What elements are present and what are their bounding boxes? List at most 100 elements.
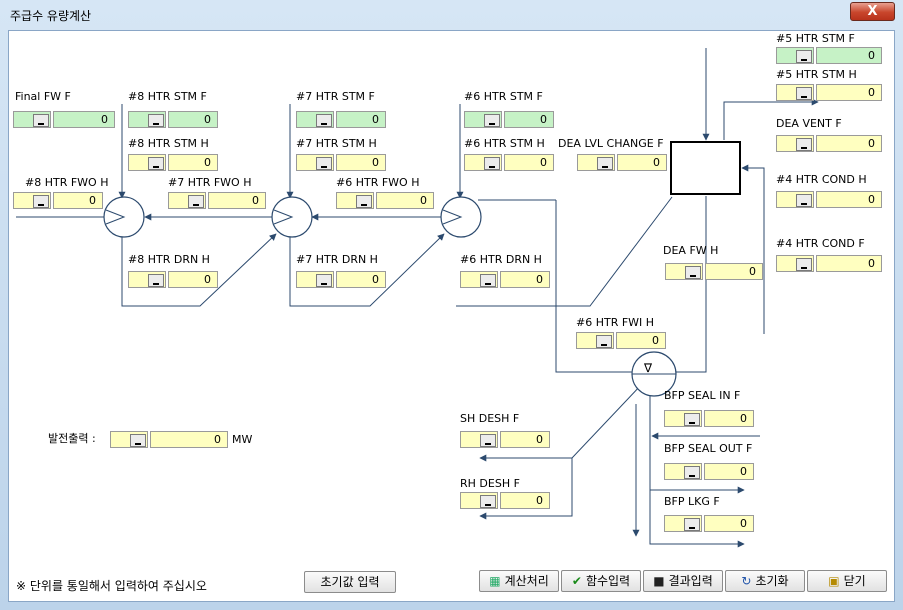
dea-vent-f-input[interactable]: 0 [816, 135, 882, 152]
dropdown-button[interactable] [596, 335, 612, 348]
5-htr-stm-h-unit-select[interactable] [776, 84, 814, 101]
dea-fw-h-input[interactable]: 0 [705, 263, 763, 280]
dropdown-button[interactable] [684, 413, 700, 426]
close-button[interactable]: ▣닫기 [807, 570, 887, 592]
sh-desh-f-label: SH DESH F [460, 412, 520, 425]
dropdown-button[interactable] [316, 274, 332, 287]
dropdown-button[interactable] [484, 114, 500, 127]
bfp-seal-in-f-input[interactable]: 0 [704, 410, 754, 427]
dropdown-button[interactable] [316, 114, 332, 127]
dropdown-button[interactable] [796, 87, 812, 100]
6-htr-drn-h-unit-select[interactable] [460, 271, 498, 288]
6-htr-fwi-h-unit-select[interactable] [576, 332, 614, 349]
dea-vent-f-unit-select[interactable] [776, 135, 814, 152]
4-htr-cond-f-input[interactable]: 0 [816, 255, 882, 272]
sh-desh-f-input[interactable]: 0 [500, 431, 550, 448]
dropdown-button[interactable] [148, 274, 164, 287]
dropdown-button[interactable] [33, 114, 49, 127]
bfp-seal-out-f-label: BFP SEAL OUT F [664, 442, 753, 455]
dropdown-button[interactable] [597, 157, 613, 170]
final-fw-f-input[interactable]: 0 [53, 111, 115, 128]
6-htr-fwo-h-input[interactable]: 0 [376, 192, 434, 209]
7-htr-stm-f-unit-select[interactable] [296, 111, 334, 128]
bfp-lkg-f-unit-select[interactable] [664, 515, 702, 532]
dropdown-button[interactable] [33, 195, 49, 208]
4-htr-cond-h-input[interactable]: 0 [816, 191, 882, 208]
power-output-unit-label: MW [232, 433, 253, 446]
dropdown-button[interactable] [796, 138, 812, 151]
bfp-seal-out-f-unit-select[interactable] [664, 463, 702, 480]
final-fw-f-unit-select[interactable] [13, 111, 51, 128]
dea-fw-h-unit-select[interactable] [665, 263, 703, 280]
6-htr-drn-h-label: #6 HTR DRN H [460, 253, 542, 266]
8-htr-fwo-h-input[interactable]: 0 [53, 192, 103, 209]
7-htr-stm-f-input[interactable]: 0 [336, 111, 386, 128]
7-htr-fwo-h-unit-select[interactable] [168, 192, 206, 209]
4-htr-cond-h-unit-select[interactable] [776, 191, 814, 208]
8-htr-stm-f-unit-select[interactable] [128, 111, 166, 128]
8-htr-stm-f-label: #8 HTR STM F [128, 90, 207, 103]
6-htr-stm-h-input[interactable]: 0 [504, 154, 554, 171]
power-output-input[interactable]: 0 [150, 431, 228, 448]
7-htr-drn-h-unit-select[interactable] [296, 271, 334, 288]
dropdown-button[interactable] [796, 50, 812, 63]
power-output-unit-select[interactable] [110, 431, 148, 448]
8-htr-fwo-h-unit-select[interactable] [13, 192, 51, 209]
6-htr-drn-h-input[interactable]: 0 [500, 271, 550, 288]
dropdown-button[interactable] [356, 195, 372, 208]
6-htr-stm-h-unit-select[interactable] [464, 154, 502, 171]
7-htr-drn-h-label: #7 HTR DRN H [296, 253, 378, 266]
5-htr-stm-h-input[interactable]: 0 [816, 84, 882, 101]
6-htr-fwi-h-input[interactable]: 0 [616, 332, 666, 349]
dropdown-button[interactable] [148, 114, 164, 127]
dropdown-button[interactable] [148, 157, 164, 170]
bfp-lkg-f-input[interactable]: 0 [704, 515, 754, 532]
dea-vent-f-label: DEA VENT F [776, 117, 842, 130]
6-htr-stm-f-input[interactable]: 0 [504, 111, 554, 128]
rh-desh-f-unit-select[interactable] [460, 492, 498, 509]
8-htr-stm-h-unit-select[interactable] [128, 154, 166, 171]
dropdown-button[interactable] [796, 194, 812, 207]
7-htr-drn-h-input[interactable]: 0 [336, 271, 386, 288]
8-htr-stm-h-input[interactable]: 0 [168, 154, 218, 171]
7-htr-stm-h-unit-select[interactable] [296, 154, 334, 171]
dropdown-button[interactable] [684, 466, 700, 479]
dropdown-button[interactable] [484, 157, 500, 170]
dea-lvl-change-f-unit-select[interactable] [577, 154, 615, 171]
7-htr-fwo-h-input[interactable]: 0 [208, 192, 266, 209]
6-htr-fwo-h-unit-select[interactable] [336, 192, 374, 209]
dea-lvl-change-f-input[interactable]: 0 [617, 154, 667, 171]
dropdown-button[interactable] [480, 495, 496, 508]
8-htr-stm-h-label: #8 HTR STM H [128, 137, 209, 150]
bfp-seal-in-f-unit-select[interactable] [664, 410, 702, 427]
function-input-button[interactable]: ✔함수입력 [561, 570, 641, 592]
dropdown-button[interactable] [480, 434, 496, 447]
refresh-icon: ↻ [741, 574, 752, 588]
7-htr-stm-f-label: #7 HTR STM F [296, 90, 375, 103]
rh-desh-f-input[interactable]: 0 [500, 492, 550, 509]
dropdown-button[interactable] [316, 157, 332, 170]
sh-desh-f-unit-select[interactable] [460, 431, 498, 448]
calculate-button[interactable]: ▦계산처리 [479, 570, 559, 592]
5-htr-stm-f-unit-select[interactable] [776, 47, 814, 64]
8-htr-stm-f-input[interactable]: 0 [168, 111, 218, 128]
dropdown-button[interactable] [130, 434, 146, 447]
dropdown-button[interactable] [685, 266, 701, 279]
dropdown-button[interactable] [684, 518, 700, 531]
6-htr-fwi-h-label: #6 HTR FWI H [576, 316, 655, 329]
result-input-button[interactable]: ■결과입력 [643, 570, 723, 592]
8-htr-drn-h-input[interactable]: 0 [168, 271, 218, 288]
bfp-seal-out-f-input[interactable]: 0 [704, 463, 754, 480]
reset-button[interactable]: ↻초기화 [725, 570, 805, 592]
dropdown-button[interactable] [480, 274, 496, 287]
8-htr-drn-h-unit-select[interactable] [128, 271, 166, 288]
init-input-button[interactable]: 초기값 입력 [304, 571, 396, 593]
5-htr-stm-f-input[interactable]: 0 [816, 47, 882, 64]
power-output-label: 발전출력 : [48, 432, 96, 445]
close-window-button[interactable]: X [850, 2, 895, 21]
7-htr-stm-h-input[interactable]: 0 [336, 154, 386, 171]
4-htr-cond-f-unit-select[interactable] [776, 255, 814, 272]
dropdown-button[interactable] [188, 195, 204, 208]
6-htr-stm-f-unit-select[interactable] [464, 111, 502, 128]
dropdown-button[interactable] [796, 258, 812, 271]
